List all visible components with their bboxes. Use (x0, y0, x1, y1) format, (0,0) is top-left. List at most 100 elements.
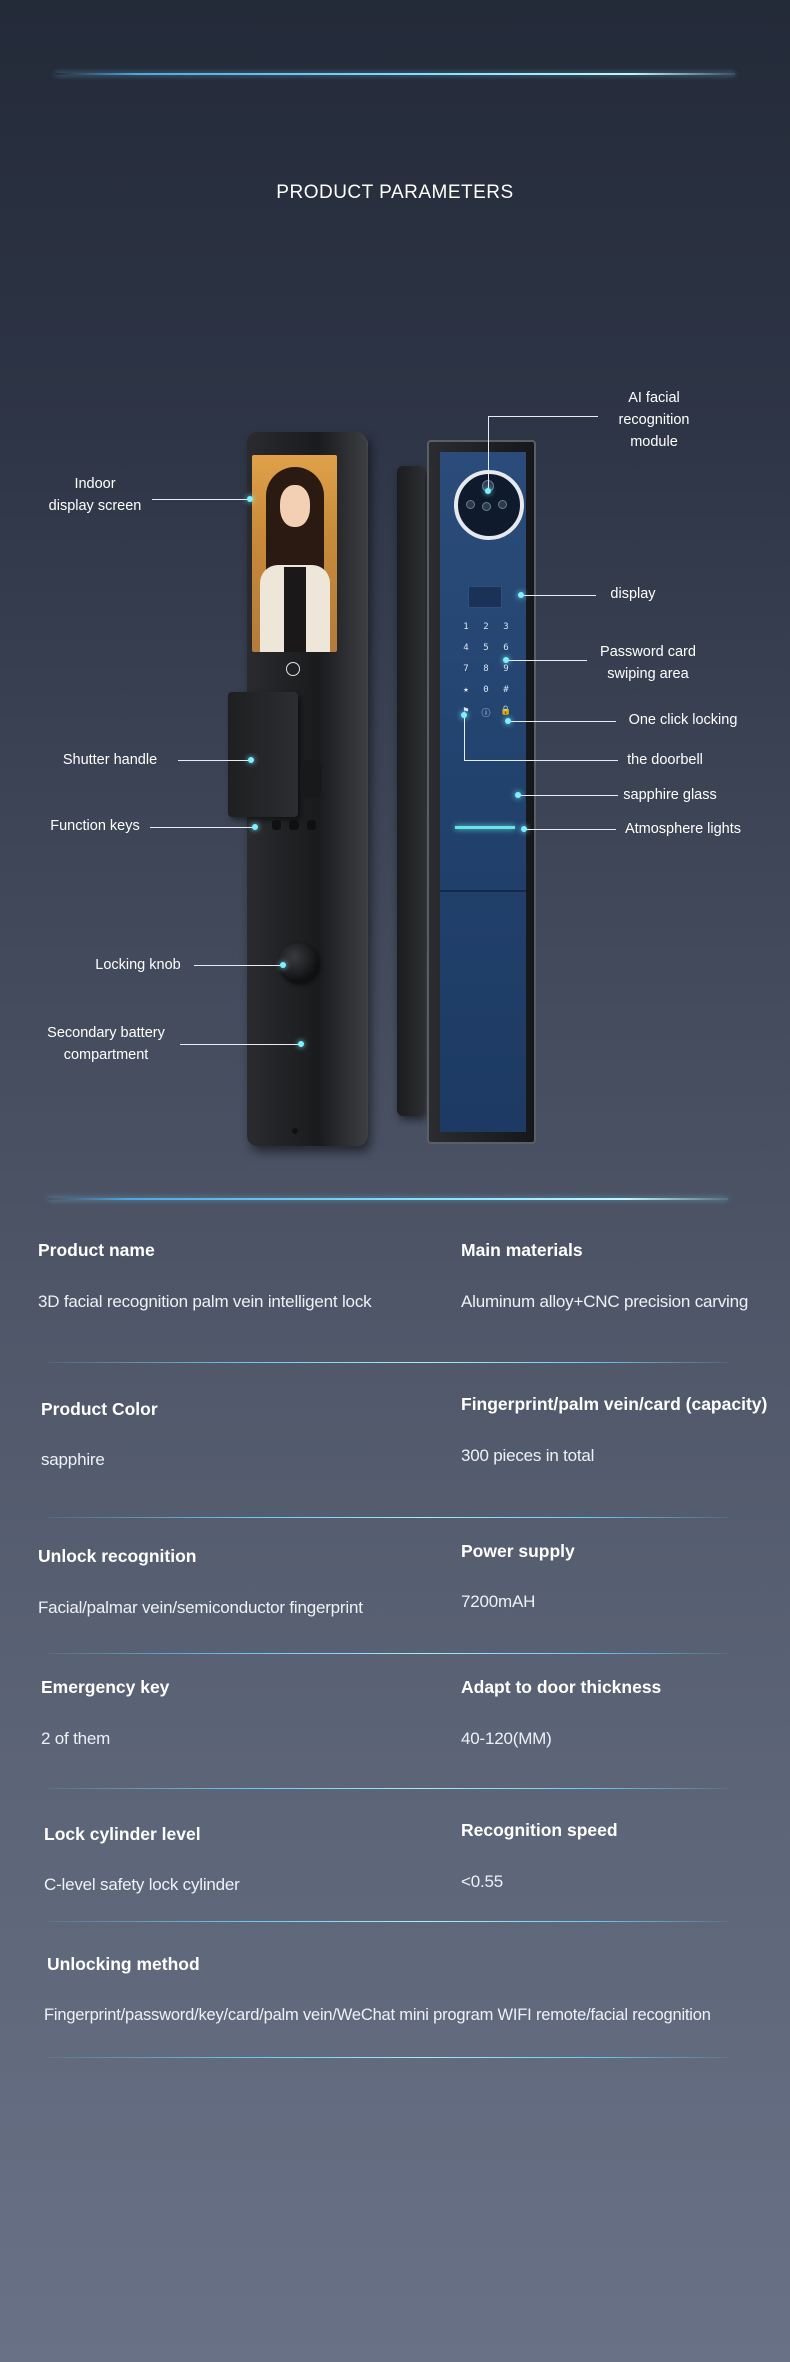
callout-dot (503, 657, 509, 663)
keyhole-shape (292, 1128, 298, 1134)
callout-dot (521, 826, 527, 832)
specs-top-line (48, 1198, 728, 1200)
callout-display: display (610, 586, 656, 602)
row-divider (48, 1788, 728, 1789)
spec-label-emergency-key: Emergency key (41, 1677, 170, 1697)
sensor-dot-icon (482, 502, 491, 511)
page-title: PRODUCT PARAMETERS (276, 182, 514, 203)
row-divider (48, 1921, 728, 1922)
callout-indoor-display: Indoor display screen (48, 476, 142, 514)
row-divider (48, 1362, 728, 1363)
handle-knob-shape (300, 760, 322, 798)
atmosphere-light-strip (455, 826, 515, 829)
callout-shutter-handle: Shutter handle (62, 752, 158, 768)
spec-value-unlocking-method: Fingerprint/password/key/card/palm vein/… (44, 2006, 711, 2024)
keypad-key: 0 (483, 685, 489, 695)
callout-dot (280, 962, 286, 968)
callout-password-card-area: Password card swiping area (600, 644, 696, 682)
outer-display-window (468, 586, 502, 608)
spec-label-power-supply: Power supply (461, 1541, 575, 1561)
callout-ai-facial-module: AI facial recognition module (618, 390, 690, 450)
spec-value-main-materials: Aluminum alloy+CNC precision carving (461, 1292, 749, 1311)
callout-locking-knob: Locking knob (95, 957, 181, 973)
leader-line (464, 716, 465, 761)
callout-atmosphere-lights: Atmosphere lights (624, 821, 742, 837)
callout-dot (461, 712, 467, 718)
keypad-key: ★ (463, 685, 469, 695)
row-divider (48, 1517, 728, 1518)
leader-line (488, 416, 598, 417)
spec-label-product-color: Product Color (41, 1399, 158, 1419)
spec-value-recognition-speed: <0.55 (461, 1872, 504, 1891)
leader-line (524, 829, 616, 830)
leader-line (488, 416, 489, 492)
sensor-dot-icon (466, 500, 475, 509)
indoor-display-screen-image (252, 455, 337, 652)
sensor-dot-icon (498, 500, 507, 509)
spec-value-emergency-key: 2 of them (41, 1729, 111, 1748)
keypad-key: 6 (503, 643, 509, 653)
leader-line (520, 595, 596, 596)
camera-ring-icon (454, 470, 524, 540)
leader-line (464, 760, 618, 761)
top-accent-line (55, 73, 735, 75)
spec-label-unlocking-method: Unlocking method (47, 1954, 200, 1974)
spec-value-capacity: 300 pieces in total (461, 1446, 595, 1465)
keypad-key: 9 (503, 664, 509, 674)
leader-line (152, 499, 250, 500)
lock-outer-back (397, 466, 425, 1116)
keypad-key: 8 (483, 664, 489, 674)
keypad-key: 4 (463, 643, 469, 653)
spec-value-product-name: 3D facial recognition palm vein intellig… (38, 1292, 372, 1311)
keypad-key: 5 (483, 643, 489, 653)
spec-value-lock-cylinder: C-level safety lock cylinder (44, 1875, 240, 1894)
spec-label-unlock-recognition: Unlock recognition (38, 1546, 197, 1566)
spec-label-recognition-speed: Recognition speed (461, 1820, 618, 1840)
callout-dot (505, 718, 511, 724)
portrait-face (280, 485, 310, 527)
leader-line (508, 721, 616, 722)
callout-dot (485, 488, 491, 494)
keypad-key: # (503, 685, 509, 695)
panel-split (440, 890, 526, 892)
portrait-shirt (284, 567, 306, 652)
callout-dot (247, 496, 253, 502)
shutter-handle-shape (228, 692, 298, 817)
callout-secondary-battery: Secondary battery compartment (47, 1025, 165, 1063)
keypad-key: 7 (463, 664, 469, 674)
home-button-icon (286, 662, 300, 676)
spec-label-product-name: Product name (38, 1240, 155, 1260)
leader-line (150, 827, 254, 828)
lock-key: 🔒 (500, 706, 512, 716)
spec-label-main-materials: Main materials (461, 1240, 583, 1260)
leader-line (518, 795, 618, 796)
row-divider (48, 2057, 728, 2058)
spec-label-capacity: Fingerprint/palm vein/card (capacity) (461, 1394, 768, 1414)
spec-value-product-color: sapphire (41, 1450, 105, 1469)
doorbell-key: ⚑ (463, 706, 469, 716)
callout-dot (518, 592, 524, 598)
callout-function-keys: Function keys (50, 818, 140, 834)
spec-value-door-thickness: 40-120(MM) (461, 1729, 552, 1748)
callout-doorbell: the doorbell (627, 752, 703, 768)
callout-dot (252, 824, 258, 830)
keypad: 1 2 3 4 5 6 7 8 9 ★ 0 # ⚑ ⓘ 🔒 (456, 622, 516, 719)
leader-line (194, 965, 282, 966)
callout-one-click-locking: One click locking (628, 712, 738, 728)
keypad-key: 3 (503, 622, 509, 632)
spec-value-power-supply: 7200mAH (461, 1592, 536, 1611)
keypad-key: 1 (463, 622, 469, 632)
callout-sapphire-glass: sapphire glass (623, 787, 717, 803)
keypad-key: 2 (483, 622, 489, 632)
leader-line (180, 1044, 300, 1045)
callout-dot (298, 1041, 304, 1047)
leader-line (178, 760, 250, 761)
callout-dot (248, 757, 254, 763)
leader-line (505, 660, 587, 661)
keypad-key: ⓘ (481, 709, 491, 719)
function-keys-shape (272, 820, 316, 830)
sapphire-glass-panel (440, 452, 526, 1132)
spec-label-door-thickness: Adapt to door thickness (461, 1677, 662, 1697)
row-divider (48, 1653, 728, 1654)
callout-dot (515, 792, 521, 798)
